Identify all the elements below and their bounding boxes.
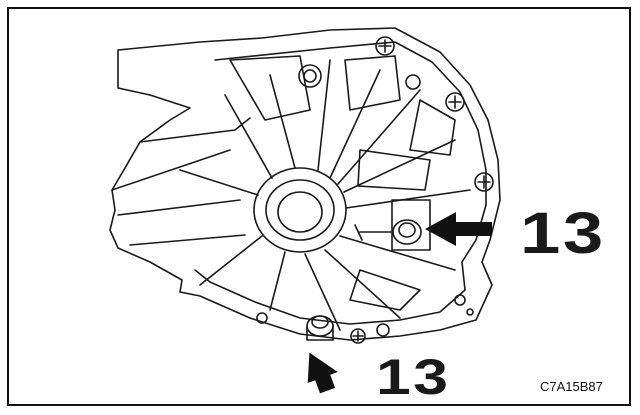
- callout-label-right: 13: [520, 201, 606, 266]
- arrow-right: [425, 212, 492, 246]
- bearing-boss-mid: [265, 179, 335, 241]
- case-outline: [109, 27, 501, 341]
- flange-inner-outline: [194, 41, 487, 325]
- housing-edge-top: [111, 149, 231, 191]
- housing-shelf: [139, 117, 251, 143]
- top-dowel: [298, 64, 322, 88]
- callout-label-bottom: 13: [376, 349, 451, 405]
- housing-edge-mid: [117, 199, 241, 216]
- bearing-boss-outer: [253, 167, 347, 253]
- rib-pocket-1: [229, 55, 311, 121]
- perimeter-bolts: [256, 36, 494, 344]
- figure-code: C7A15B87: [540, 379, 603, 394]
- rib-pocket-3: [409, 99, 456, 156]
- rib-pocket-5: [349, 269, 421, 311]
- rib-pocket-4: [357, 149, 431, 191]
- housing-edge-low: [129, 234, 246, 246]
- arrow-bottom: [307, 352, 338, 394]
- drain-plug: [306, 315, 334, 341]
- bearing-boss-inner: [277, 191, 323, 233]
- fill-plug: [354, 199, 431, 251]
- radial-ribs: [179, 59, 471, 331]
- rib-pocket-2: [344, 55, 401, 111]
